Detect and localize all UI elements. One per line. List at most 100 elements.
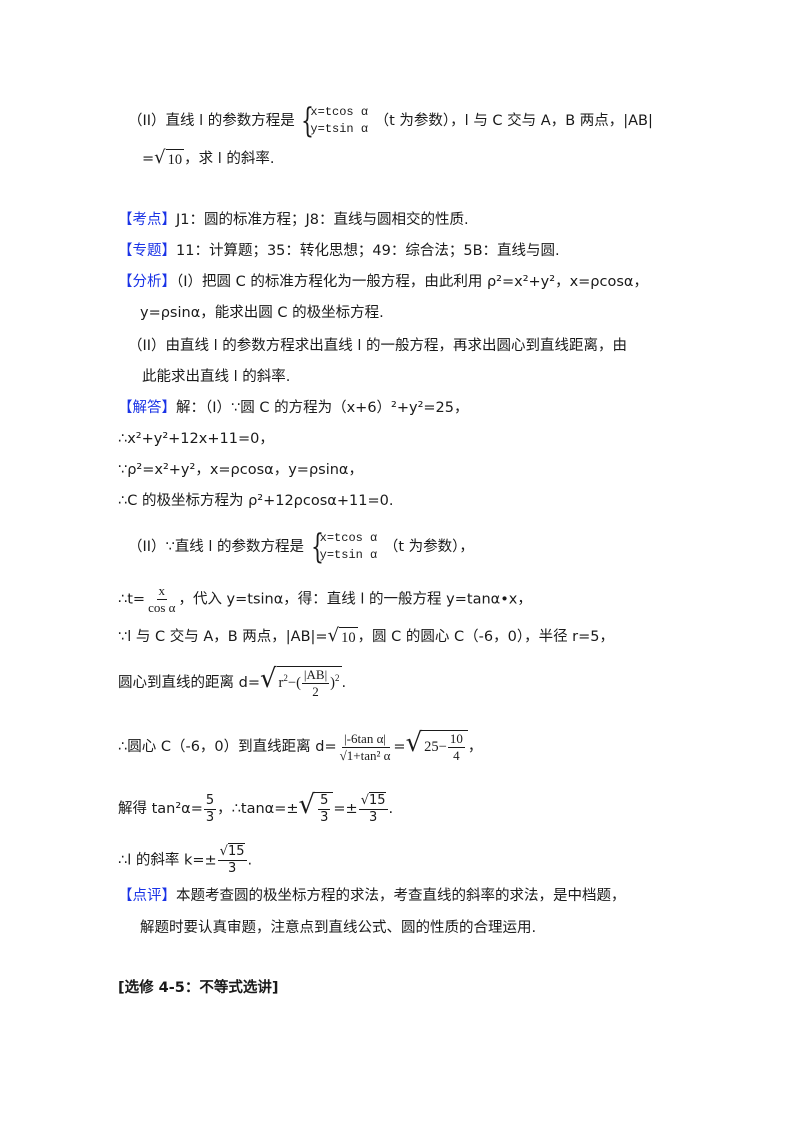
kaodian-line: 【考点】J1：圆的标准方程；J8：直线与圆相交的性质. — [118, 210, 469, 230]
period: . — [341, 675, 347, 691]
fenxi-line2: y=ρsinα，能求出圆 C 的极坐标方程. — [140, 303, 384, 323]
numerator: x — [156, 583, 167, 600]
period: . — [247, 852, 253, 869]
jieda-line8: 圆心到直线的距离 d=√r2−(|AB|2)2. — [118, 666, 346, 700]
jieda-text: ∴t= — [118, 591, 146, 608]
denominator: 2 — [312, 684, 319, 699]
radicand: 1+tan² α — [346, 746, 391, 763]
jieda-text: ∴x²+y²+12x+11=0， — [118, 431, 274, 447]
problem-part2-line2: =√10，求 l 的斜率. — [142, 148, 275, 170]
jieda-line7: ∵l 与 C 交与 A，B 两点，|AB|=√10，圆 C 的圆心 C（-6，0… — [118, 626, 614, 648]
left-brace-icon: { — [301, 101, 315, 141]
jieda-text: ∴圆心 C（-6，0）到直线距离 d= — [118, 739, 337, 755]
parametric-system: { x=tcos α y=tsin α — [310, 527, 378, 567]
fenxi-text: （II）由直线 l 的参数方程求出直线 l 的一般方程，再求出圆心到直线距离，由 — [128, 338, 628, 354]
zhuanti-line: 【专题】11：计算题；35：转化思想；49：综合法；5B：直线与圆. — [118, 241, 560, 261]
period: . — [388, 801, 394, 817]
problem-text-suffix: （t 为参数），l 与 C 交与 A，B 两点，|AB| — [374, 113, 653, 129]
numerator: 5 — [318, 793, 331, 810]
jieda-label: 【解答】 — [118, 400, 176, 416]
dianping-line2: 解题时要认真审题，注意点到直线公式、圆的性质的合理运用. — [140, 918, 536, 938]
equals: = — [142, 150, 155, 167]
dianping-text: 本题考查圆的极坐标方程的求法，考查直线的斜率的求法，是中档题， — [176, 888, 626, 904]
jieda-line3: ∵ρ²=x²+y²，x=ρcosα，y=ρsinα， — [118, 460, 363, 480]
jieda-text: 解：（I）∵圆 C 的方程为（x+6）²+y²=25， — [176, 400, 469, 416]
kaodian-label: 【考点】 — [118, 212, 176, 228]
left-brace-icon: { — [310, 527, 324, 567]
jieda-text: 圆心到直线的距离 d= — [118, 675, 260, 691]
jieda-text: （II）∵直线 l 的参数方程是 — [128, 539, 305, 555]
jieda-line9: ∴圆心 C（-6，0）到直线距离 d=|-6tan α|√1+tan² α=√2… — [118, 730, 482, 764]
fenxi-line3: （II）由直线 l 的参数方程求出直线 l 的一般方程，再求出圆心到直线距离，由 — [128, 336, 627, 356]
comma: ， — [467, 739, 483, 755]
jieda-line1: 【解答】解：（I）∵圆 C 的方程为（x+6）²+y²=25， — [118, 398, 469, 418]
problem-part2-line1: （II）直线 l 的参数方程是 { x=tcos α y=tsin α （t 为… — [128, 101, 653, 141]
denominator: 3 — [205, 809, 215, 825]
sys-row-y: y=tsin α — [319, 548, 378, 562]
fraction: |-6tan α|√1+tan² α — [338, 731, 393, 764]
sys-row-y: y=tsin α — [310, 122, 369, 136]
jieda-line4: ∴C 的极坐标方程为 ρ²+12ρcosα+11=0. — [118, 491, 393, 511]
sys-row-x: x=tcos α — [319, 531, 378, 545]
denominator: 3 — [368, 809, 378, 825]
denominator: 3 — [227, 861, 237, 876]
r: r — [278, 674, 284, 691]
jieda-text: ，∴tanα=± — [217, 801, 299, 817]
numerator: |AB| — [301, 667, 330, 684]
fenxi-text: （I）把圆 C 的标准方程化为一般方程，由此利用 ρ²=x²+y²，x=ρcos… — [176, 274, 648, 290]
jieda-text: （t 为参数）， — [383, 539, 474, 555]
denominator: cos α — [148, 600, 176, 615]
equals: = — [393, 739, 406, 755]
numerator: 5 — [203, 792, 217, 810]
sqrt-expr: √r2−(|AB|2)2 — [259, 664, 342, 700]
problem-text: （II）直线 l 的参数方程是 — [128, 113, 295, 129]
kaodian-text: J1：圆的标准方程；J8：直线与圆相交的性质. — [176, 212, 469, 228]
radicand: 10 — [165, 148, 185, 170]
sqrt-expr: √10 — [154, 147, 185, 170]
jieda-text: ∵l 与 C 交与 A，B 两点，|AB|= — [118, 628, 328, 645]
jieda-text: 解得 tan²α= — [118, 801, 203, 817]
minus: −( — [287, 674, 301, 691]
radicand: r2−(|AB|2)2 — [276, 666, 342, 700]
fenxi-label: 【分析】 — [118, 274, 176, 290]
fenxi-text: 此能求出直线 l 的斜率. — [142, 369, 291, 385]
jieda-line2: ∴x²+y²+12x+11=0， — [118, 429, 274, 449]
jieda-text: ，代入 y=tsinα，得：直线 l 的一般方程 y=tanα•x， — [178, 591, 532, 608]
equals: =± — [333, 801, 358, 817]
dianping-text: 解题时要认真审题，注意点到直线公式、圆的性质的合理运用. — [140, 920, 537, 936]
fenxi-text: y=ρsinα，能求出圆 C 的极坐标方程. — [140, 305, 384, 321]
term: 25− — [424, 738, 447, 755]
dianping-label: 【点评】 — [118, 888, 176, 904]
denominator: 3 — [320, 810, 329, 825]
radicand: 15 — [227, 843, 245, 859]
denominator: √1+tan² α — [339, 746, 391, 763]
close-paren: ) — [330, 674, 336, 691]
jieda-text: ∴C 的极坐标方程为 ρ²+12ρcosα+11=0. — [118, 493, 394, 509]
jieda-line5: （II）∵直线 l 的参数方程是 { x=tcos α y=tsin α （t … — [128, 527, 474, 567]
dianping-line1: 【点评】本题考查圆的极坐标方程的求法，考查直线的斜率的求法，是中档题， — [118, 886, 626, 906]
fenxi-line1: 【分析】（I）把圆 C 的标准方程化为一般方程，由此利用 ρ²=x²+y²，x=… — [118, 272, 648, 292]
jieda-text: ，圆 C 的圆心 C（-6，0），半径 r=5， — [357, 628, 615, 645]
section-title: [选修 4-5：不等式选讲] — [118, 980, 279, 996]
zhuanti-text: 11：计算题；35：转化思想；49：综合法；5B：直线与圆. — [176, 243, 560, 259]
fraction: |AB|2 — [301, 667, 330, 700]
numerator: √15 — [217, 843, 247, 861]
sqrt-expr: √10 — [327, 625, 358, 648]
jieda-text: ∴l 的斜率 k=± — [118, 852, 217, 869]
numerator: |-6tan α| — [342, 730, 388, 748]
numerator: 10 — [447, 731, 465, 748]
denominator: 4 — [453, 748, 460, 763]
radicand: 10 — [339, 626, 358, 648]
radicand: 15 — [368, 791, 386, 808]
problem-text-end: ，求 l 的斜率. — [184, 150, 275, 167]
